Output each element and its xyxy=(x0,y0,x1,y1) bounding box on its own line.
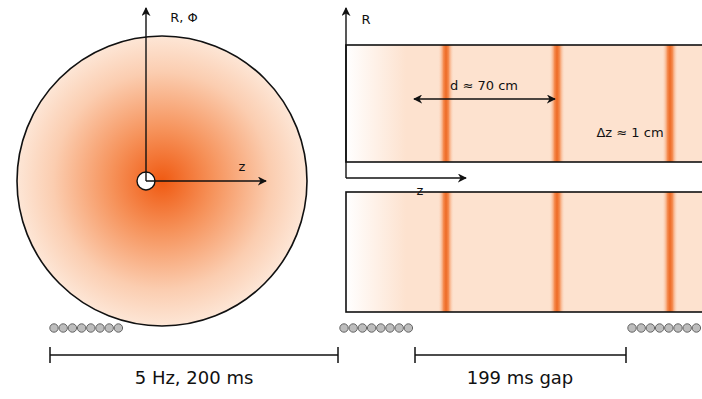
bunch xyxy=(395,324,403,332)
bunch xyxy=(114,324,122,332)
beam-cross-section xyxy=(17,36,307,326)
bunch xyxy=(349,324,357,332)
bunch xyxy=(87,324,95,332)
axis-label: R xyxy=(361,13,370,28)
bunch xyxy=(646,324,654,332)
bunch xyxy=(105,324,113,332)
dimension-arrow xyxy=(414,98,555,99)
axis-arrow xyxy=(145,8,146,181)
axis-label: z xyxy=(417,184,424,199)
bunch xyxy=(377,324,385,332)
bunch xyxy=(367,324,375,332)
scale-bar xyxy=(50,347,626,363)
density-band xyxy=(549,192,565,312)
bunch xyxy=(683,324,691,332)
density-band xyxy=(438,45,454,162)
bunch xyxy=(68,324,76,332)
bunch xyxy=(665,324,673,332)
axis-arrow xyxy=(146,180,266,181)
density-band xyxy=(662,45,678,162)
bunch xyxy=(77,324,85,332)
scale-label: 199 ms gap xyxy=(467,368,574,389)
bunch xyxy=(404,324,412,332)
bunch xyxy=(637,324,645,332)
bunch xyxy=(50,324,58,332)
longitudinal-view xyxy=(346,45,702,312)
density-band xyxy=(549,45,565,162)
scale-label: 5 Hz, 200 ms xyxy=(135,368,254,389)
bunch xyxy=(358,324,366,332)
bunch xyxy=(692,324,700,332)
bunch xyxy=(655,324,663,332)
density-band xyxy=(438,192,454,312)
axis-label: R, Φ xyxy=(170,11,198,26)
bunch xyxy=(59,324,67,332)
dimension-label: d ≈ 70 cm xyxy=(450,79,518,94)
bunch xyxy=(674,324,682,332)
density-band xyxy=(662,192,678,312)
axis-label: z xyxy=(239,160,246,175)
bunch xyxy=(96,324,104,332)
bunch xyxy=(628,324,636,332)
axis-arrow xyxy=(345,8,346,178)
axis-arrow xyxy=(346,177,466,178)
bunch xyxy=(340,324,348,332)
bunch xyxy=(386,324,394,332)
bunch-train xyxy=(50,324,701,332)
dimension-label: Δz ≈ 1 cm xyxy=(596,126,663,141)
